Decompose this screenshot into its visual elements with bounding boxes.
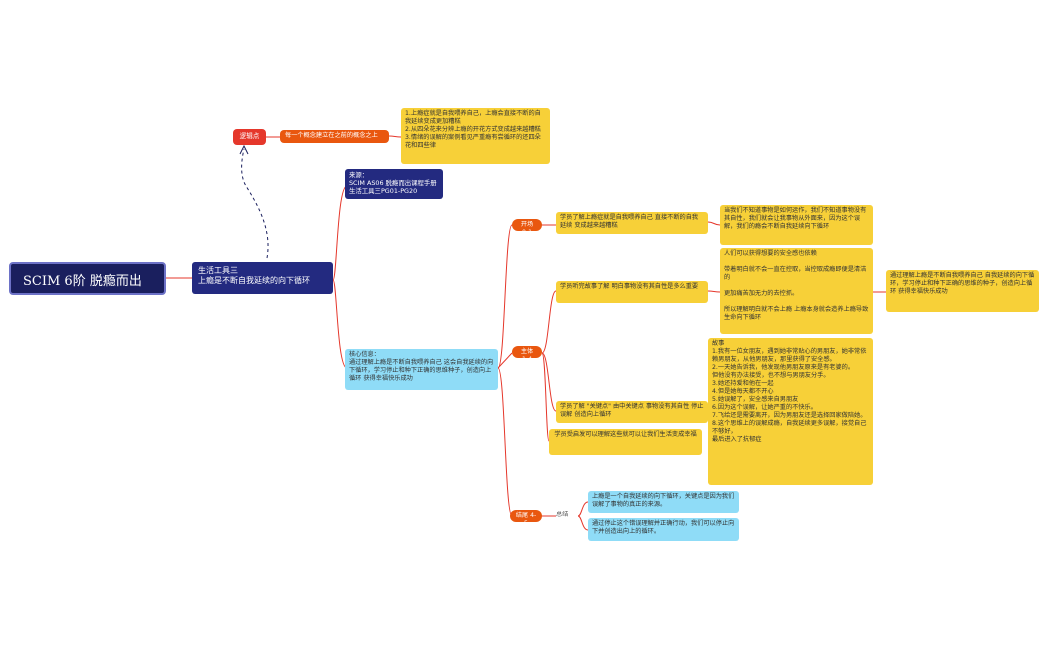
source-node[interactable]: 来源： SCIM AS06 脱瘾而出课程手册 生活工具三PG01-PG20 — [345, 169, 443, 199]
body-detail1-node[interactable]: 人们可以获得想要的安全感也依赖 带着明白就不会一直在控取，当控取成瘾即便是清洁的… — [720, 248, 873, 334]
body-point2-node[interactable]: 学员了解 "关键点" 由中关键点 事物没有其自性 停止误解 创造向上循环 — [556, 401, 708, 423]
opening-point-node[interactable]: 学员了解上瘾症就是自我喂养自己 直接不断的自我延续 变成越来越糟糕 — [556, 212, 708, 234]
body-story-node[interactable]: 故事 1.我有一位女朋友，遇到她非常贴心的男朋友，她非常依赖男朋友，从他男朋友，… — [708, 338, 873, 485]
stage-opening-tag[interactable]: 开场 0-1 — [512, 219, 542, 231]
ending-label: 总结 — [556, 511, 569, 518]
main-topic-node[interactable]: 生活工具三 上瘾是不断自我延续的向下循环 — [192, 262, 333, 294]
ending-summary1-node[interactable]: 上瘾是一个自我延续的向下循环，关键点是因为我们误解了事物的真正的来源。 — [588, 491, 739, 513]
root-node[interactable]: SCIM 6阶 脱瘾而出 — [9, 262, 166, 295]
body-point3-node[interactable]: 学员受启发可以理解这些就可以让我们生活变成幸福 — [549, 429, 702, 455]
ending-summary2-node[interactable]: 通过停止这个错误理解并正确行动，我们可以停止向下并创造出向上的循环。 — [588, 518, 739, 541]
stage-ending-tag[interactable]: 结尾 4-5 — [510, 510, 542, 522]
body-point1-node[interactable]: 学员听完故事了解 明白事物没有其自性是多么重要 — [556, 281, 708, 303]
core-info-node[interactable]: 核心信息： 通过理解上瘾是不断自我喂养自己 这会自我延续的向下循环，学习停止和种… — [345, 349, 498, 390]
body-conclusion-node[interactable]: 通过理解上瘾是不断自我喂养自己 自我延续的向下循环，学习停止和种下正确的思维的种… — [886, 270, 1039, 312]
logic-point-node[interactable]: 逻辑点 — [233, 129, 266, 145]
stage-body-tag[interactable]: 主体 1-4 — [512, 346, 542, 358]
logic-statement-node[interactable]: 每一个概念建立在之前的概念之上 — [280, 130, 389, 143]
opening-detail-node[interactable]: 当我们不知道事物是如何运作，我们不知道事物没有其自性，我们就会让我事物从外面来，… — [720, 205, 873, 245]
logic-detail-node[interactable]: 1.上瘾症就是自我喂养自己，上瘾会直接不断的自我延续变成更加糟糕 2.从四朵花来… — [401, 108, 550, 164]
